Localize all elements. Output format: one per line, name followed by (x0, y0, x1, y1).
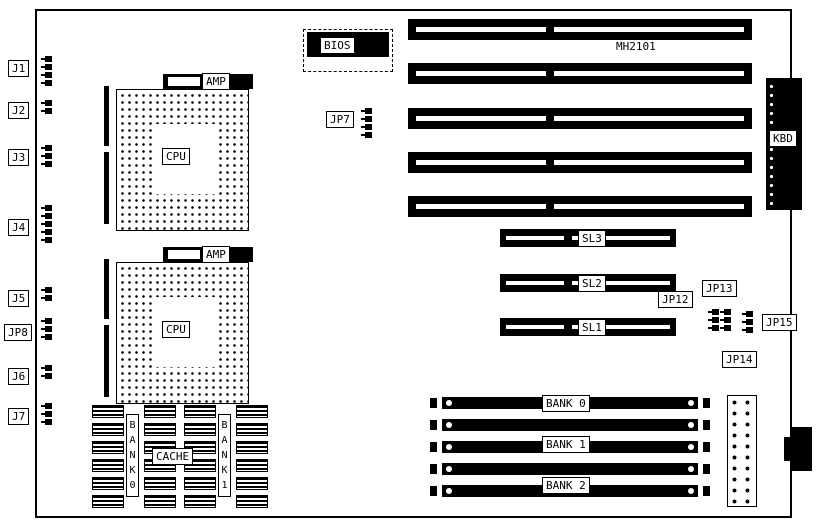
cache-chip (236, 441, 268, 454)
connector-label-j5: J5 (8, 290, 30, 307)
cpu1-label: CPU (162, 148, 190, 165)
jumper-jp13-pin-header (720, 309, 731, 331)
cache-chip (92, 477, 124, 490)
cpu1-socket-lever-bottom (104, 152, 109, 224)
cache-bank0-label: BANK0 (126, 414, 139, 497)
cache-chip (184, 477, 216, 490)
jumper-jp7-label: JP7 (326, 111, 354, 128)
cache-chip (144, 405, 176, 418)
cpu2-amp-window (168, 250, 200, 259)
jumper-jp12-pin-header (708, 309, 719, 331)
cpu1-socket-lever-top (104, 86, 109, 146)
cpu1-amp-label: AMP (202, 73, 230, 90)
power-pin-header (727, 395, 757, 507)
cache-chip (184, 405, 216, 418)
cache-chip (92, 459, 124, 472)
simm-slot-4 (430, 463, 710, 475)
simm-bank1-label: BANK 1 (542, 436, 590, 453)
expansion-slot-4 (408, 152, 752, 173)
cache-chip (92, 495, 124, 508)
jumper-jp13-label: JP13 (702, 280, 737, 297)
jumper-jp15-pin-header (742, 311, 753, 333)
cache-chip (92, 405, 124, 418)
cache-chip (92, 423, 124, 436)
slot-sl3-label: SL3 (578, 230, 606, 247)
connector-jp8-pin-header (41, 318, 52, 340)
slot-sl2-label: SL2 (578, 275, 606, 292)
cache-chip (92, 441, 124, 454)
board-model-text: MH2101 (616, 40, 656, 53)
connector-j5-pin-header (41, 287, 52, 301)
cache-chip (184, 423, 216, 436)
connector-label-j7: J7 (8, 408, 30, 425)
cache-chip (236, 405, 268, 418)
bios-socket (303, 29, 393, 72)
jumper-jp7-pin-header (361, 108, 372, 138)
jumper-jp12-label: JP12 (658, 291, 693, 308)
expansion-slot-3 (408, 108, 752, 129)
simm-bank2-label: BANK 2 (542, 477, 590, 494)
cache-label: CACHE (152, 448, 194, 465)
connector-j6-pin-header (41, 365, 52, 379)
power-connector-tab (784, 437, 794, 461)
connector-j1-pin-header (41, 56, 52, 86)
expansion-slot-5 (408, 196, 752, 217)
connector-j7-pin-header (41, 403, 52, 425)
cache-chip (236, 495, 268, 508)
connector-label-j4: J4 (8, 219, 30, 236)
connector-j3-pin-header (41, 145, 52, 167)
cpu2-socket-lever-bottom (104, 325, 109, 397)
connector-label-j1: J1 (8, 60, 30, 77)
connector-j4-pin-header (41, 205, 52, 243)
board-outline (35, 9, 792, 518)
cpu2-amp-label: AMP (202, 246, 230, 263)
cache-chip (236, 477, 268, 490)
slot-sl1-label: SL1 (578, 319, 606, 336)
simm-bank0-label: BANK 0 (542, 395, 590, 412)
cpu2-socket-lever-top (104, 259, 109, 319)
power-connector (792, 427, 812, 471)
bios-label: BIOS (320, 37, 355, 54)
jumper-jp14-label: JP14 (722, 351, 757, 368)
connector-label-j6: J6 (8, 368, 30, 385)
connector-label-jp8: JP8 (4, 324, 32, 341)
cache-chip-column-1 (92, 405, 124, 508)
cache-chip (236, 459, 268, 472)
jumper-jp15-label: JP15 (762, 314, 797, 331)
cache-chip (236, 423, 268, 436)
cpu2-label: CPU (162, 321, 190, 338)
cache-chip (144, 423, 176, 436)
expansion-slot-1 (408, 19, 752, 40)
connector-j2-pin-header (41, 100, 52, 114)
cache-chip (184, 495, 216, 508)
connector-label-j2: J2 (8, 102, 30, 119)
cache-chip-column-2 (144, 405, 176, 508)
cache-chip (144, 477, 176, 490)
cache-chip (144, 495, 176, 508)
cpu1-amp-window (168, 77, 200, 86)
simm-slot-2 (430, 419, 710, 431)
cache-chip-column-4 (236, 405, 268, 508)
kbd-label: KBD (769, 130, 797, 147)
expansion-slot-2 (408, 63, 752, 84)
connector-label-j3: J3 (8, 149, 30, 166)
cache-bank1-label: BANK1 (218, 414, 231, 497)
